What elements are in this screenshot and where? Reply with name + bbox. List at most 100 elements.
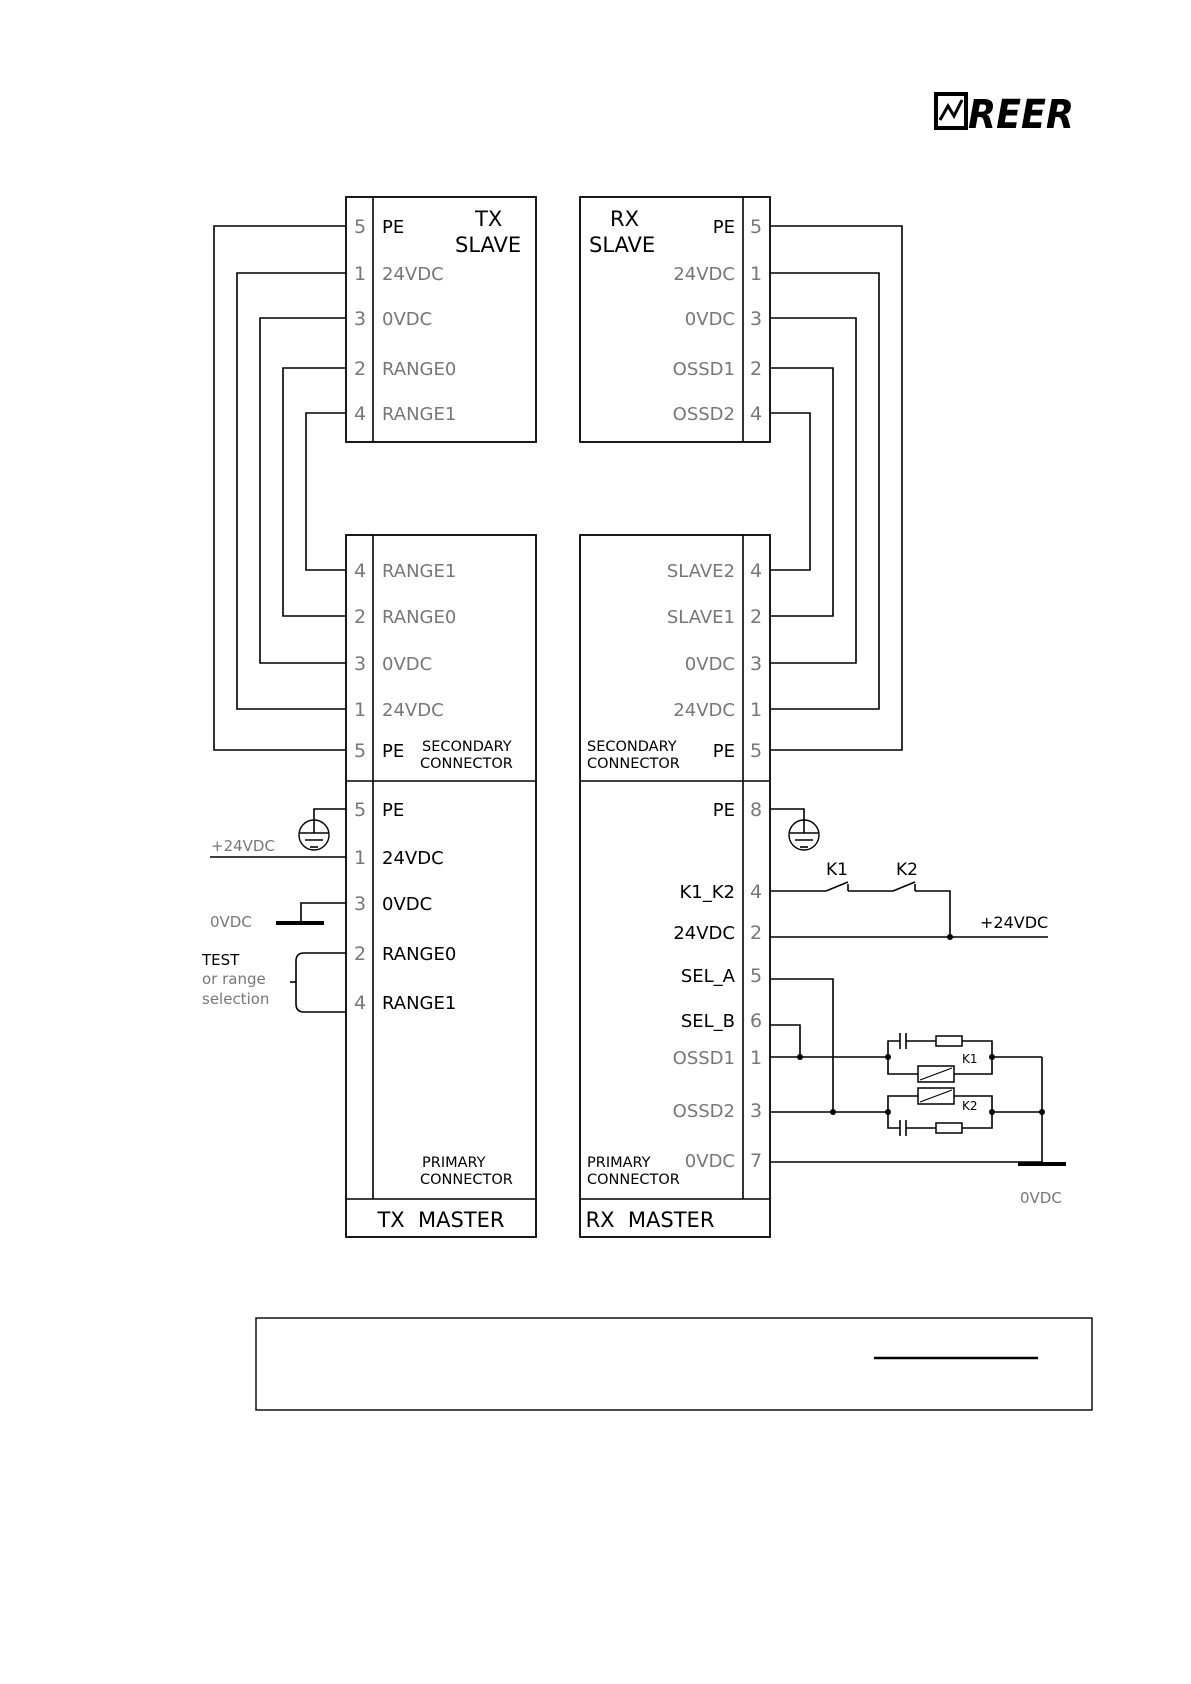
tx-master-box: SECONDARY CONNECTOR PRIMARY CONNECTOR TX… bbox=[345, 534, 537, 1238]
pin-number: 1 bbox=[750, 699, 762, 721]
pin-number: 2 bbox=[750, 606, 762, 628]
pin-label: RANGE1 bbox=[382, 561, 456, 582]
pin-label: K1_K2 bbox=[679, 882, 735, 903]
pin-number: 1 bbox=[354, 847, 366, 869]
tx-slave-title-2: SLAVE bbox=[455, 233, 521, 257]
tx-external-wiring: +24VDC 0VDC TEST or range selection bbox=[201, 808, 346, 1013]
pin-label: PE bbox=[713, 800, 735, 821]
pin-number: 5 bbox=[354, 740, 366, 762]
pin-label: 24VDC bbox=[673, 700, 735, 721]
pin-number: 5 bbox=[750, 216, 762, 238]
pin-label: 24VDC bbox=[673, 264, 735, 285]
rx-slave-title-2: SLAVE bbox=[589, 233, 655, 257]
pin-number: 1 bbox=[750, 1047, 762, 1069]
pin-number: 4 bbox=[750, 403, 762, 425]
pin-number: 8 bbox=[750, 799, 762, 821]
pin-number: 3 bbox=[354, 893, 366, 915]
pin-label: PE bbox=[713, 217, 735, 238]
pin-label: RANGE0 bbox=[382, 944, 456, 965]
rx-primary-caption-2: CONNECTOR bbox=[587, 1172, 680, 1188]
k1-contact bbox=[825, 881, 849, 892]
pin-number: 4 bbox=[354, 560, 366, 582]
pin-number: 3 bbox=[750, 308, 762, 330]
pin-label: OSSD2 bbox=[673, 1101, 735, 1122]
tx-master-footer: TX MASTER bbox=[376, 1208, 504, 1232]
ground-bar-icon-rx bbox=[1018, 1162, 1066, 1166]
pin-label: 24VDC bbox=[673, 923, 735, 944]
pin-label: 0VDC bbox=[685, 654, 735, 675]
pin-label: OSSD1 bbox=[673, 1048, 735, 1069]
pin-label: 0VDC bbox=[685, 1151, 735, 1172]
pin-label: 0VDC bbox=[382, 309, 432, 330]
pin-label: 0VDC bbox=[382, 654, 432, 675]
note-frame bbox=[255, 1317, 1093, 1411]
tx-slave-title-1: TX bbox=[474, 207, 502, 231]
rx-primary-rows: 8PE4K1_K2224VDC5SEL_A6SEL_B1OSSD13OSSD27… bbox=[673, 799, 762, 1172]
tx-slave-wiring bbox=[213, 225, 346, 751]
rx-ground-label: 0VDC bbox=[1020, 1189, 1062, 1207]
pin-label: SEL_A bbox=[681, 966, 736, 987]
pin-number: 5 bbox=[750, 740, 762, 762]
rx-master-box: SECONDARY CONNECTOR PRIMARY CONNECTOR RX… bbox=[579, 534, 771, 1238]
pin-number: 3 bbox=[750, 653, 762, 675]
ground-bar-icon bbox=[276, 921, 324, 925]
pin-label: 0VDC bbox=[685, 309, 735, 330]
rx-slave-title-1: RX bbox=[610, 207, 639, 231]
pin-number: 5 bbox=[354, 799, 366, 821]
pin-label: 0VDC bbox=[382, 894, 432, 915]
pin-number: 4 bbox=[750, 881, 762, 903]
pin-number: 1 bbox=[354, 699, 366, 721]
tx-primary-caption-1: PRIMARY bbox=[422, 1155, 486, 1171]
tx-secondary-caption-2: CONNECTOR bbox=[420, 756, 513, 772]
rx-secondary-caption-1: SECONDARY bbox=[587, 739, 677, 755]
test-note-3: selection bbox=[202, 990, 269, 1008]
pin-number: 3 bbox=[354, 308, 366, 330]
pin-number: 2 bbox=[750, 922, 762, 944]
pin-number: 2 bbox=[354, 358, 366, 380]
pin-number: 3 bbox=[750, 1100, 762, 1122]
pin-number: 3 bbox=[354, 653, 366, 675]
tx-ground-label: 0VDC bbox=[210, 913, 252, 931]
earth-ground-icon bbox=[298, 819, 330, 851]
k2-contact bbox=[892, 881, 916, 892]
pin-label: PE bbox=[382, 741, 404, 762]
contact-k2-label: K2 bbox=[896, 860, 918, 880]
pin-number: 5 bbox=[750, 965, 762, 987]
tx-supply-label: +24VDC bbox=[211, 837, 275, 855]
pin-label: SLAVE2 bbox=[667, 561, 735, 582]
pin-number: 4 bbox=[750, 560, 762, 582]
test-note-2: or range bbox=[202, 970, 266, 988]
pin-label: SEL_B bbox=[681, 1011, 735, 1032]
pin-number: 7 bbox=[750, 1150, 762, 1172]
contact-k1-label: K1 bbox=[826, 860, 848, 880]
rx-external-wiring: K1 K2 +24VDC K1 bbox=[770, 808, 1066, 1207]
rx-primary-caption-1: PRIMARY bbox=[587, 1155, 651, 1171]
pin-number: 2 bbox=[354, 606, 366, 628]
logo-text: REER bbox=[968, 92, 1074, 138]
pin-label: RANGE0 bbox=[382, 607, 456, 628]
pin-label: PE bbox=[382, 217, 404, 238]
pin-number: 4 bbox=[354, 992, 366, 1014]
pin-number: 1 bbox=[750, 263, 762, 285]
coil-k1-label: K1 bbox=[962, 1052, 978, 1066]
pin-label: 24VDC bbox=[382, 264, 444, 285]
pin-label: OSSD1 bbox=[673, 359, 735, 380]
pin-number: 5 bbox=[354, 216, 366, 238]
rx-secondary-caption-2: CONNECTOR bbox=[587, 756, 680, 772]
pin-number: 1 bbox=[354, 263, 366, 285]
pin-label: RANGE1 bbox=[382, 404, 456, 425]
reer-logo: REER bbox=[934, 92, 1074, 138]
pin-label: SLAVE1 bbox=[667, 607, 735, 628]
tx-secondary-caption-1: SECONDARY bbox=[422, 739, 512, 755]
pin-label: 24VDC bbox=[382, 848, 444, 869]
pin-label: RANGE1 bbox=[382, 993, 456, 1014]
tx-primary-caption-2: CONNECTOR bbox=[420, 1172, 513, 1188]
test-note-1: TEST bbox=[201, 951, 240, 969]
